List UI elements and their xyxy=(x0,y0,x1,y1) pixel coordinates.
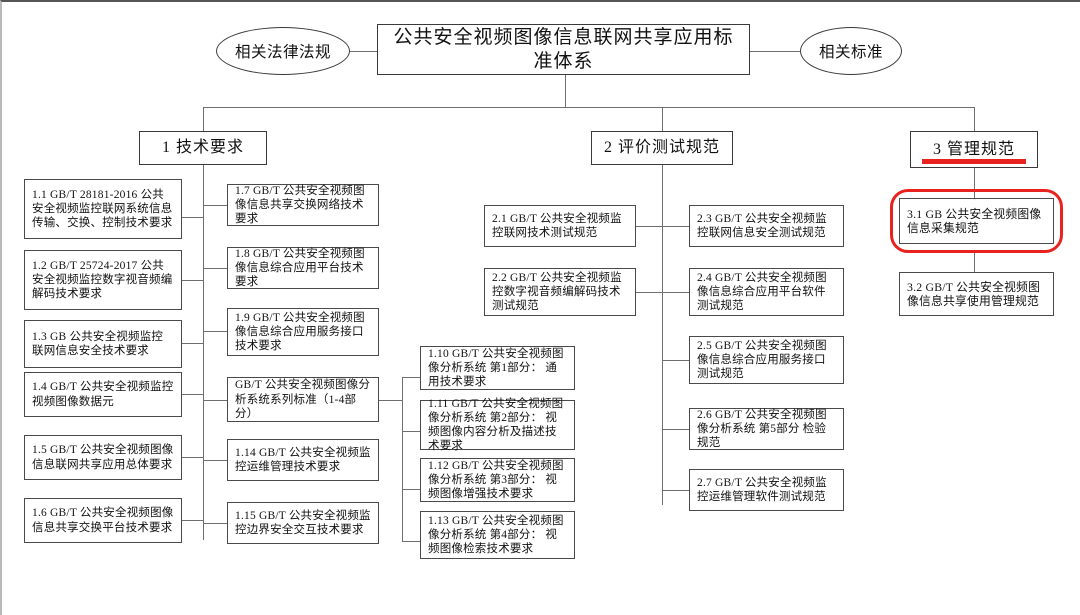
node-1-12[interactable]: 1.12 GB/T 公共安全视频图像分析系统 第3部分： 视频图像增强技术要求 xyxy=(420,458,575,502)
node-1-14-label: 1.14 GB/T 公共安全视频监控运维管理技术要求 xyxy=(235,446,371,473)
node-3-2[interactable]: 3.2 GB/T 公共安全视频图像信息共享使用管理规范 xyxy=(899,272,1054,316)
connector-stub-1-1 xyxy=(182,217,204,218)
connector-series-out xyxy=(379,400,403,401)
node-1-4[interactable]: 1.4 GB/T 公共安全视频监控视频图像数据元 xyxy=(24,372,182,417)
node-1-11[interactable]: 1.11 GB/T 公共安全视频图像分析系统 第2部分： 视频图像内容分析及描述… xyxy=(420,397,575,453)
connector-stub-1-6 xyxy=(182,520,204,521)
connector-chain-3-1 xyxy=(974,168,975,198)
node-1-7-label: 1.7 GB/T 公共安全视频图像信息共享交换网络技术要求 xyxy=(235,184,365,226)
node-2-3[interactable]: 2.3 GB/T 公共安全视频监控联网信息安全测试规范 xyxy=(689,205,844,247)
node-1-series-label: GB/T 公共安全视频图像分析系统系列标准（1-4部分） xyxy=(235,379,371,420)
node-1-5[interactable]: 1.5 GB/T 公共安全视频图像信息联网共享应用总体要求 xyxy=(24,435,182,480)
node-3-1[interactable]: 3.1 GB 公共安全视频图像信息采集规范 xyxy=(899,198,1054,244)
branch-tech-label: 1 技术要求 xyxy=(161,139,244,157)
node-1-6-label: 1.6 GB/T 公共安全视频图像信息共享交换平台技术要求 xyxy=(32,507,174,534)
connector-stub-1-9 xyxy=(203,331,227,332)
node-1-7[interactable]: 1.7 GB/T 公共安全视频图像信息共享交换网络技术要求 xyxy=(227,184,379,226)
node-1-4-label: 1.4 GB/T 公共安全视频监控视频图像数据元 xyxy=(32,381,174,408)
connector-spine-test xyxy=(662,165,663,505)
node-1-14[interactable]: 1.14 GB/T 公共安全视频监控运维管理技术要求 xyxy=(227,439,379,481)
node-1-8[interactable]: 1.8 GB/T 公共安全视频图像信息综合应用平台技术要求 xyxy=(227,247,379,289)
node-2-5[interactable]: 2.5 GB/T 公共安全视频图像信息综合应用服务接口测试规范 xyxy=(689,336,844,384)
node-1-10[interactable]: 1.10 GB/T 公共安全视频图像分析系统 第1部分： 通用技术要求 xyxy=(420,346,575,390)
connector-stub-2-7 xyxy=(662,490,689,491)
node-2-3-label: 2.3 GB/T 公共安全视频监控联网信息安全测试规范 xyxy=(697,212,827,239)
node-1-12-label: 1.12 GB/T 公共安全视频图像分析系统 第3部分： 视频图像增强技术要求 xyxy=(428,459,564,501)
branch-manage-underline xyxy=(922,159,1026,164)
connector-spine-tech xyxy=(203,165,204,540)
connector-drop-b3 xyxy=(974,107,975,131)
connector-stub-2-1 xyxy=(636,226,663,227)
root-title-label: 公共安全视频图像信息联网共享应用标准体系 xyxy=(393,27,734,72)
node-2-7-label: 2.7 GB/T 公共安全视频监控运维管理软件测试规范 xyxy=(697,476,827,503)
node-1-1[interactable]: 1.1 GB/T 28181-2016 公共安全视频监控联网系统信息传输、交换、… xyxy=(24,179,182,239)
node-1-13[interactable]: 1.13 GB/T 公共安全视频图像分析系统 第4部分： 视频图像检索技术要求 xyxy=(420,511,575,559)
connector-spine-analysis xyxy=(402,377,403,541)
node-1-9[interactable]: 1.9 GB/T 公共安全视频图像信息综合应用服务接口技术要求 xyxy=(227,308,379,356)
node-1-1-label: 1.1 GB/T 28181-2016 公共安全视频监控联网系统信息传输、交换、… xyxy=(32,188,173,229)
connector-drop-b2 xyxy=(662,107,663,131)
node-3-2-label: 3.2 GB/T 公共安全视频图像信息共享使用管理规范 xyxy=(907,279,1041,308)
connector-stub-1-8 xyxy=(203,268,227,269)
node-1-10-label: 1.10 GB/T 公共安全视频图像分析系统 第1部分： 通用技术要求 xyxy=(428,347,564,389)
node-1-2[interactable]: 1.2 GB/T 25724-2017 公共安全视频监控数字视音频编解码技术要求 xyxy=(24,250,182,310)
connector-main-bus xyxy=(203,107,974,108)
connector-stub-1-series xyxy=(203,400,227,401)
node-1-5-label: 1.5 GB/T 公共安全视频图像信息联网共享应用总体要求 xyxy=(32,444,174,471)
node-1-2-label: 1.2 GB/T 25724-2017 公共安全视频监控数字视音频编解码技术要求 xyxy=(32,259,173,300)
node-2-1-label: 2.1 GB/T 公共安全视频监控联网技术测试规范 xyxy=(492,212,622,239)
connector-stub-1-11 xyxy=(402,431,420,432)
connector-stub-2-2 xyxy=(636,292,663,293)
connector-stub-1-3 xyxy=(182,343,204,344)
node-3-1-label: 3.1 GB 公共安全视频图像信息采集规范 xyxy=(907,206,1042,235)
connector-stub-2-6 xyxy=(662,429,689,430)
node-2-6-label: 2.6 GB/T 公共安全视频图像分析系统 第5部分 检验规范 xyxy=(697,408,827,450)
node-1-15[interactable]: 1.15 GB/T 公共安全视频监控边界安全交互技术要求 xyxy=(227,502,379,544)
node-2-2[interactable]: 2.2 GB/T 公共安全视频监控数字视音频编解码技术测试规范 xyxy=(484,268,636,316)
connector-chain-3-2 xyxy=(974,251,975,272)
branch-test-label: 2 评价测试规范 xyxy=(603,139,720,157)
connector-stub-1-14 xyxy=(203,460,227,461)
node-side-left[interactable]: 相关法律法规 xyxy=(216,27,350,75)
node-branch-tech[interactable]: 1 技术要求 xyxy=(139,131,267,165)
connector-stub-2-5 xyxy=(662,360,689,361)
connector-stub-1-2 xyxy=(182,280,204,281)
connector-stub-1-12 xyxy=(402,489,420,490)
node-side-right-label: 相关标准 xyxy=(818,44,883,61)
connector-stub-1-4 xyxy=(182,394,204,395)
node-2-1[interactable]: 2.1 GB/T 公共安全视频监控联网技术测试规范 xyxy=(484,205,636,247)
node-1-11-label: 1.11 GB/T 公共安全视频图像分析系统 第2部分： 视频图像内容分析及描述… xyxy=(428,397,564,453)
connector-stub-2-3 xyxy=(662,226,689,227)
node-1-3[interactable]: 1.3 GB 公共安全视频监控联网信息安全技术要求 xyxy=(24,320,182,368)
node-root-title[interactable]: 公共安全视频图像信息联网共享应用标准体系 xyxy=(377,24,750,75)
connector-stub-1-15 xyxy=(203,523,227,524)
node-1-13-label: 1.13 GB/T 公共安全视频图像分析系统 第4部分： 视频图像检索技术要求 xyxy=(428,514,564,556)
node-1-9-label: 1.9 GB/T 公共安全视频图像信息综合应用服务接口技术要求 xyxy=(235,311,365,353)
connector-stub-2-4 xyxy=(662,292,689,293)
node-2-6[interactable]: 2.6 GB/T 公共安全视频图像分析系统 第5部分 检验规范 xyxy=(689,408,844,450)
connector-root-down xyxy=(565,75,566,107)
connector-stub-1-7 xyxy=(203,205,227,206)
node-2-5-label: 2.5 GB/T 公共安全视频图像信息综合应用服务接口测试规范 xyxy=(697,339,827,381)
node-branch-test[interactable]: 2 评价测试规范 xyxy=(591,131,733,165)
node-1-3-label: 1.3 GB 公共安全视频监控联网信息安全技术要求 xyxy=(32,330,164,357)
node-2-2-label: 2.2 GB/T 公共安全视频监控数字视音频编解码技术测试规范 xyxy=(492,271,622,313)
connector-stub-1-10 xyxy=(402,377,420,378)
node-2-4[interactable]: 2.4 GB/T 公共安全视频图像信息综合应用平台软件测试规范 xyxy=(689,268,844,316)
connector-drop-b1 xyxy=(203,107,204,131)
branch-manage-label: 3 管理规范 xyxy=(932,140,1015,158)
node-side-right[interactable]: 相关标准 xyxy=(800,27,902,75)
node-1-6[interactable]: 1.6 GB/T 公共安全视频图像信息共享交换平台技术要求 xyxy=(24,498,182,543)
node-1-8-label: 1.8 GB/T 公共安全视频图像信息综合应用平台技术要求 xyxy=(235,247,365,289)
connector-stub-1-5 xyxy=(182,457,204,458)
connector-stub-1-13 xyxy=(402,541,420,542)
connector-root-right xyxy=(750,51,800,52)
connector-root-left xyxy=(350,51,377,52)
node-2-4-label: 2.4 GB/T 公共安全视频图像信息综合应用平台软件测试规范 xyxy=(697,271,827,313)
node-1-series[interactable]: GB/T 公共安全视频图像分析系统系列标准（1-4部分） xyxy=(227,377,379,422)
node-2-7[interactable]: 2.7 GB/T 公共安全视频监控运维管理软件测试规范 xyxy=(689,469,844,511)
node-side-left-label: 相关法律法规 xyxy=(234,44,331,61)
node-1-15-label: 1.15 GB/T 公共安全视频监控边界安全交互技术要求 xyxy=(235,509,371,536)
